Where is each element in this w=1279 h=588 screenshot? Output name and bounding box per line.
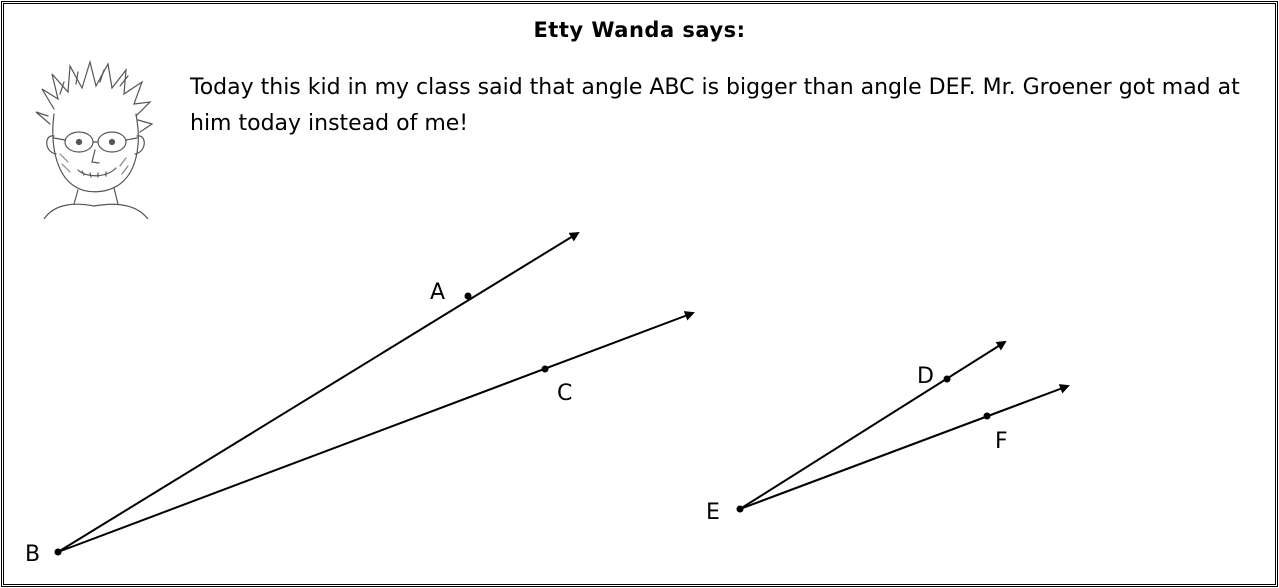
point-c bbox=[541, 365, 549, 373]
page-title: Etty Wanda says: bbox=[533, 18, 746, 42]
ray-ed bbox=[739, 340, 1007, 510]
label-a: A bbox=[430, 280, 445, 305]
kid-portrait-icon bbox=[35, 59, 154, 219]
label-d: D bbox=[917, 364, 934, 389]
label-c: C bbox=[557, 381, 572, 406]
point-d bbox=[943, 375, 951, 383]
speech-text: Today this kid in my class said that ang… bbox=[190, 75, 1240, 136]
label-e: E bbox=[706, 500, 720, 525]
point-a bbox=[464, 292, 472, 300]
point-f bbox=[983, 412, 991, 420]
label-b: B bbox=[25, 542, 40, 567]
point-b bbox=[54, 548, 62, 556]
label-f: F bbox=[995, 429, 1008, 454]
ray-bc bbox=[57, 311, 695, 553]
point-e bbox=[736, 505, 744, 513]
ray-ef bbox=[739, 384, 1070, 510]
ray-ba bbox=[57, 231, 580, 553]
